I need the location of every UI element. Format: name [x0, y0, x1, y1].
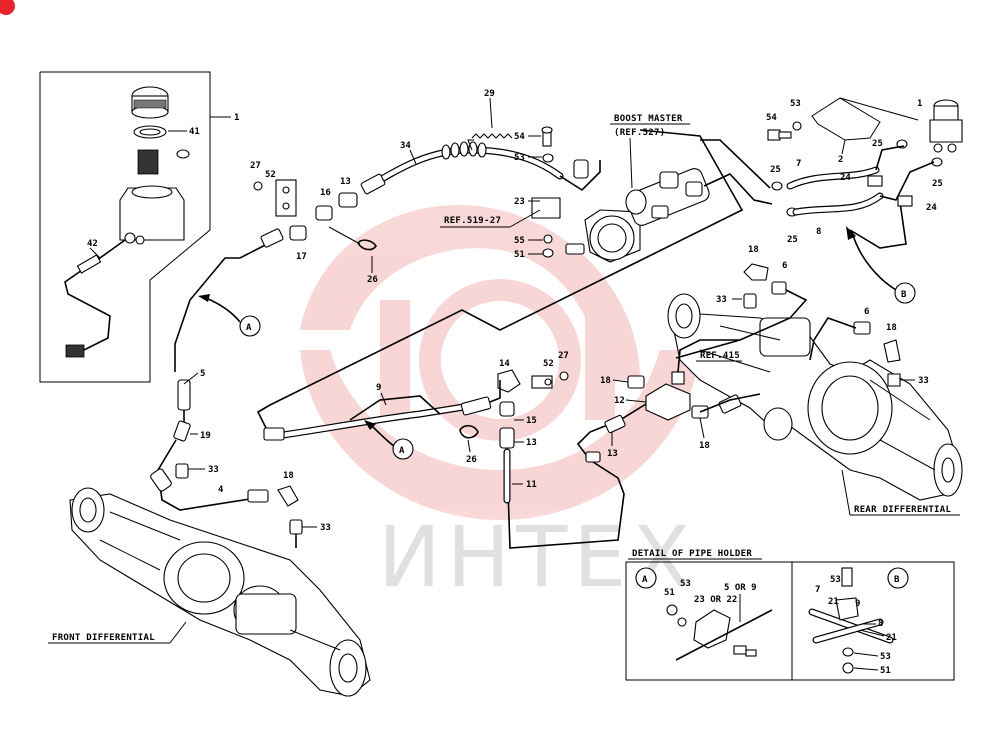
part-number-54-a: 54 — [514, 132, 525, 142]
detail-title: DETAIL OF PIPE HOLDER — [632, 549, 752, 559]
part-number-29: 29 — [484, 89, 495, 99]
boost-master-area: 54 53 23 55 51 REF.519-27 BOOST MASTER (… — [440, 114, 710, 263]
rear-differential-label: REAR DIFFERENTIAL — [854, 505, 951, 515]
part-number-13-c: 13 — [607, 449, 618, 459]
rear-differential: REAR DIFFERENTIAL 18 6 33 6 18 33 REF.41… — [667, 245, 963, 516]
part-number-18-b: 18 — [886, 323, 897, 333]
part-number-15: 15 — [526, 416, 537, 426]
part-number-55: 55 — [514, 236, 525, 246]
part-number-24-b: 24 — [926, 203, 937, 213]
callout-a-upper-label: A — [246, 323, 252, 333]
boost-master-label: BOOST MASTER — [614, 114, 683, 124]
part-number-27-a: 27 — [250, 161, 261, 171]
part-number-25-d: 25 — [787, 235, 798, 245]
callout-a-lower-label: A — [399, 446, 405, 456]
part-number-18-a: 18 — [748, 245, 759, 255]
part-number-25-b: 25 — [932, 179, 943, 189]
part-number-23: 23 — [514, 197, 525, 207]
detail-a-5or9: 5 OR 9 — [724, 583, 757, 593]
reservoir-detail-box: 42 41 1 — [39, 71, 239, 383]
part-number-1-right: 1 — [917, 99, 922, 109]
part-number-18-e: 18 — [283, 471, 294, 481]
callout-b: B — [894, 282, 916, 304]
detail-a-23or22: 23 OR 22 — [694, 595, 737, 605]
callout-a-lower: A — [392, 438, 414, 460]
brand-corner-dot — [0, 0, 15, 15]
part-number-17: 17 — [296, 252, 307, 262]
callout-b-label: B — [901, 290, 907, 300]
part-number-8: 8 — [816, 227, 821, 237]
part-number-9: 9 — [376, 383, 381, 393]
part-number-5: 5 — [200, 369, 205, 379]
detail-a-53: 53 — [680, 579, 691, 589]
part-number-1-left: 1 — [234, 113, 239, 123]
part-number-25-c: 25 — [770, 165, 781, 175]
part-number-14: 14 — [499, 359, 510, 369]
part-number-33-b: 33 — [918, 376, 929, 386]
detail-a-51: 51 — [664, 588, 675, 598]
main-brake-pipe-upper — [256, 129, 744, 433]
boost-master-ref-label: (REF.527) — [614, 128, 665, 138]
part-number-13-a: 13 — [340, 177, 351, 187]
detail-a-callout: A — [642, 575, 648, 585]
part-number-18-d: 18 — [699, 441, 710, 451]
detail-b-8: 8 — [878, 619, 883, 629]
part-number-26-a: 26 — [367, 275, 378, 285]
part-number-33-a: 33 — [716, 295, 727, 305]
detail-b-7: 7 — [815, 585, 820, 595]
part-number-19: 19 — [200, 431, 211, 441]
front-differential: FRONT DIFFERENTIAL — [48, 487, 371, 697]
upper-right-hoses: 2 54 53 1 25 25 25 25 7 24 24 — [700, 97, 963, 291]
detail-a: A 51 53 23 OR 22 5 OR 9 — [635, 567, 773, 661]
detail-b-51: 51 — [880, 666, 891, 676]
watermark-text: ИНТЕХ — [378, 508, 696, 606]
part-number-12: 12 — [614, 396, 625, 406]
part-number-25-a: 25 — [872, 139, 883, 149]
part-number-34: 34 — [400, 141, 411, 151]
ref-415-label: REF.415 — [700, 351, 740, 361]
part-number-33-c: 33 — [208, 465, 219, 475]
part-number-53-b: 53 — [790, 99, 801, 109]
callout-a-upper: A — [239, 315, 261, 337]
part-number-53-a: 53 — [514, 153, 525, 163]
detail-b-9: 9 — [855, 599, 860, 609]
part-number-26-b: 26 — [466, 455, 477, 465]
detail-pipe-holder: DETAIL OF PIPE HOLDER A 51 53 23 OR 22 5… — [625, 549, 955, 681]
part-number-6-b: 6 — [864, 307, 869, 317]
part-number-7: 7 — [796, 159, 801, 169]
part-number-13-b: 13 — [526, 438, 537, 448]
part-number-27-b: 27 — [558, 351, 569, 361]
detail-b: B 53 7 21 9 8 21 53 51 — [808, 567, 909, 676]
center-fittings: 14 52 27 15 13 26 11 — [459, 351, 569, 504]
detail-b-53: 53 — [830, 575, 841, 585]
part-number-18-c: 18 — [600, 376, 611, 386]
detail-b-21a: 21 — [828, 597, 839, 607]
part-number-52-a: 52 — [265, 170, 276, 180]
part-number-42: 42 — [87, 239, 98, 249]
part-number-33-d: 33 — [320, 523, 331, 533]
part-number-4: 4 — [218, 485, 224, 495]
part-number-6-a: 6 — [782, 261, 787, 271]
center-junction: 18 12 18 13 — [507, 339, 761, 549]
detail-b-callout: B — [894, 575, 900, 585]
part-number-51: 51 — [514, 250, 525, 260]
part-number-2: 2 — [838, 155, 843, 165]
detail-b-53b: 53 — [880, 652, 891, 662]
part-number-41: 41 — [189, 127, 200, 137]
part-number-16: 16 — [320, 188, 331, 198]
part-number-11: 11 — [526, 480, 537, 490]
upper-fittings: 27 52 16 13 17 26 34 29 — [174, 89, 601, 372]
lower-left-lines: 9 5 19 33 4 18 33 — [150, 294, 501, 548]
ref-519-label: REF.519-27 — [444, 216, 501, 226]
part-number-52-b: 52 — [543, 359, 554, 369]
part-number-54-b: 54 — [766, 113, 777, 123]
front-differential-label: FRONT DIFFERENTIAL — [52, 633, 155, 643]
detail-b-21b: 21 — [886, 633, 897, 643]
part-number-24-a: 24 — [840, 173, 851, 183]
